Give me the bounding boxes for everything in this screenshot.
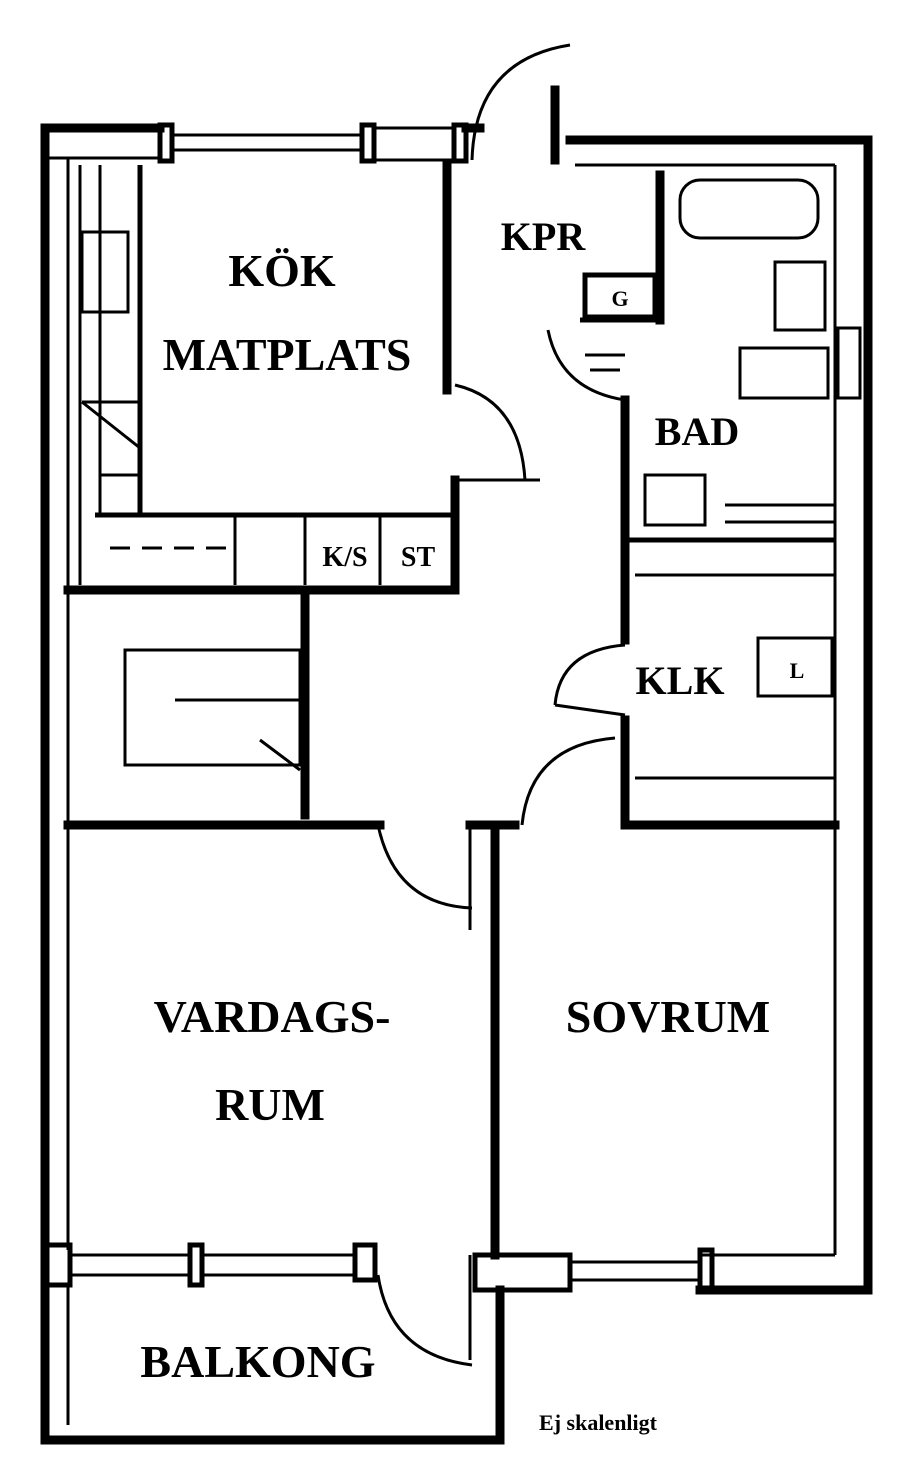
scale-note: Ej skalenligt: [539, 1410, 658, 1435]
label-hall: KPR: [501, 214, 587, 259]
label-linen: L: [790, 658, 805, 683]
label-living-1: VARDAGS-: [154, 991, 391, 1042]
label-closet: KLK: [636, 658, 725, 703]
wardrobe: [63, 585, 473, 910]
bathroom-walls: [546, 170, 862, 645]
living-window: [42, 1242, 473, 1367]
label-living-2: RUM: [215, 1079, 325, 1130]
entrance-door: [461, 43, 571, 165]
kitchen-window: [157, 122, 469, 164]
closet-walls: [553, 636, 840, 830]
exterior-walls: [40, 123, 873, 1445]
label-fridge: K/S: [322, 542, 367, 573]
bedroom-window: [472, 1247, 715, 1295]
label-balcony: BALKONG: [140, 1336, 375, 1387]
label-bedroom: SOVRUM: [566, 991, 770, 1042]
label-dining: MATPLATS: [163, 329, 412, 380]
label-kitchen: KÖK: [228, 245, 336, 296]
bedroom-walls: [465, 736, 616, 1260]
label-stove: ST: [401, 542, 436, 573]
kitchen-walls: [63, 160, 540, 595]
label-dryer: G: [611, 286, 628, 311]
label-bath: BAD: [655, 409, 739, 454]
